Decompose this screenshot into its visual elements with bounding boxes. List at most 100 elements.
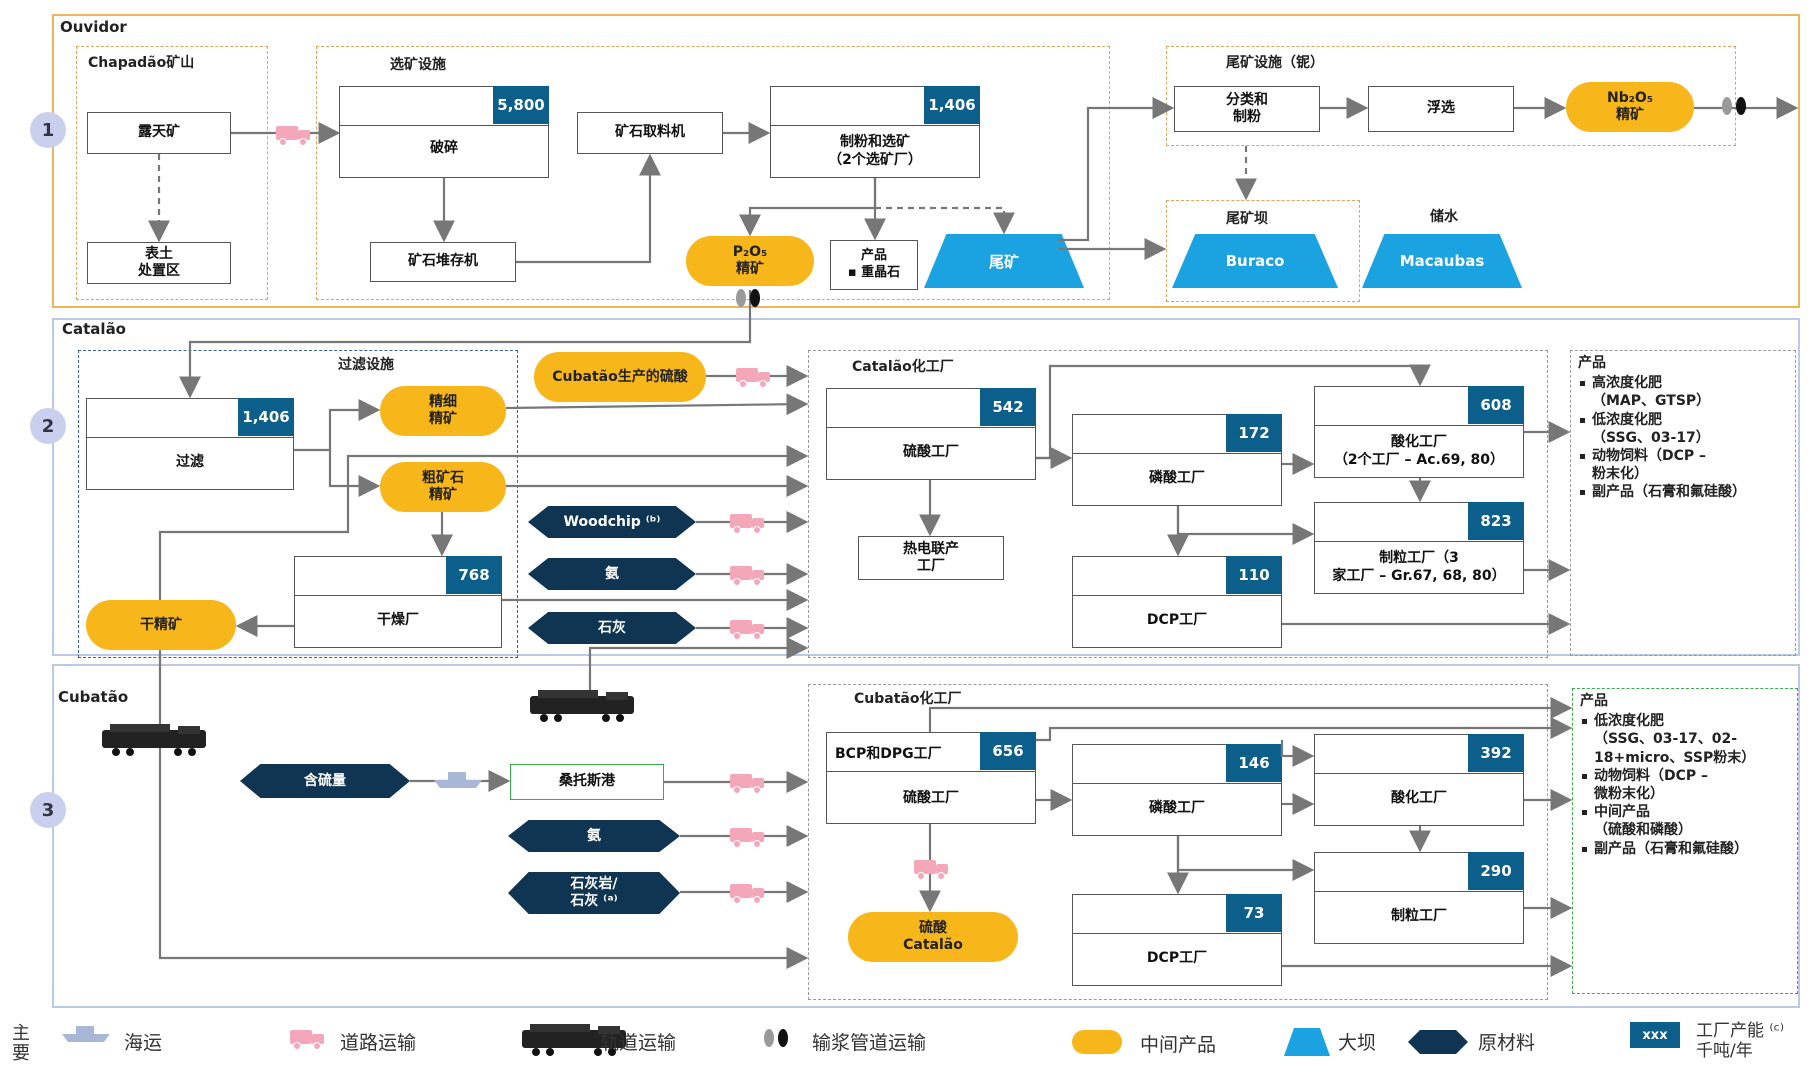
beneficiation-group-label: 选矿设施	[390, 57, 446, 73]
product-item: 低浓度化肥 （SSG、03-17）	[1580, 411, 1794, 447]
capacity-badge: 5,800	[493, 86, 549, 124]
legend-sea: 海运	[124, 1032, 163, 1054]
mine-group	[76, 46, 268, 300]
section-title-cubatao: Cubatão	[58, 688, 129, 706]
capacity-badge: 656	[980, 732, 1036, 770]
section-cubatao	[52, 664, 1800, 1008]
legend-key-label: 主 要	[12, 1023, 30, 1064]
topsoil-box: 表土 处置区	[87, 242, 231, 284]
filter-group	[78, 350, 518, 658]
plant-name: 过滤	[176, 454, 204, 470]
products-title: 产品	[1580, 693, 1608, 709]
product-item: 副产品（石膏和氟硅酸）	[1580, 483, 1794, 501]
filter-plant: 1,406 过滤	[86, 398, 294, 490]
ore-stacker-box: 矿石堆存机	[370, 242, 516, 282]
sulfuric-catalao: 硫酸 Catalão	[848, 912, 1018, 962]
plant-name: 酸化工厂	[1391, 790, 1447, 806]
capacity-badge: 768	[446, 556, 502, 594]
open-pit-box: 露天矿	[87, 112, 231, 154]
product-item: 低浓度化肥 （SSG、03-17、02- 18+micro、SSP粉末）	[1582, 712, 1796, 767]
legend-pipeline: 输浆管道运输	[812, 1032, 927, 1054]
rail-transport-icon	[530, 690, 634, 722]
plant-name: 磷酸工厂	[1149, 800, 1205, 816]
road-transport-icon	[735, 367, 771, 388]
legend-capacity: 工厂产能 ⁽ᶜ⁾ 千吨/年	[1696, 1021, 1785, 1061]
plant-top-label: BCP和DPG工厂	[835, 746, 942, 762]
lime-raw: 石灰	[528, 612, 696, 644]
cubatao-products-group	[1572, 688, 1798, 994]
catalao-products-group	[1570, 350, 1796, 656]
capacity-badge: 73	[1226, 894, 1282, 932]
product-item: 副产品（石膏和氟硅酸）	[1582, 840, 1796, 858]
acidulation-plant: 392 酸化工厂	[1314, 734, 1524, 826]
capacity-badge: 542	[980, 388, 1036, 426]
capacity-badge: 172	[1226, 414, 1282, 452]
plant-name: 磷酸工厂	[1149, 470, 1205, 486]
road-transport-icon	[729, 513, 765, 534]
tailings-dam: 尾矿	[924, 234, 1084, 288]
acidulation-plant: 608 酸化工厂 （2个工厂 – Ac.69, 80）	[1314, 386, 1524, 478]
limestone-raw: 石灰岩/ 石灰 ⁽ᵃ⁾	[508, 872, 680, 914]
capacity-badge: 608	[1468, 386, 1524, 424]
plant-name: 制粉和选矿 （2个选矿厂）	[828, 134, 922, 169]
capacity-badge: 146	[1226, 744, 1282, 782]
capacity-badge: 1,406	[924, 86, 980, 124]
section-ouvidor	[52, 14, 1800, 308]
sulfuric-plant: 542 硫酸工厂	[826, 388, 1036, 480]
plant-name: DCP工厂	[1146, 950, 1208, 966]
plant-name: 硫酸工厂	[903, 444, 959, 460]
ore-reclaimer-box: 矿石取料机	[577, 112, 723, 154]
dcp-plant: 110 DCP工厂	[1072, 556, 1282, 648]
road-transport-icon	[729, 827, 765, 848]
plant-name: 酸化工厂 （2个工厂 – Ac.69, 80）	[1333, 434, 1505, 469]
sea-transport-icon	[434, 772, 482, 788]
pipeline-icon	[736, 289, 760, 307]
nb2o5-concentrate: Nb₂O₅ 精矿	[1566, 82, 1694, 132]
dryer-plant: 768 干燥厂	[294, 556, 502, 648]
sea-transport-icon	[62, 1026, 110, 1042]
product-item: 动物饲料（DCP – 粉末化）	[1580, 447, 1794, 483]
legend-road: 道路运输	[340, 1032, 417, 1054]
product-item: 高浓度化肥 （MAP、GTSP）	[1580, 374, 1794, 410]
granulation-plant: 823 制粒工厂（3 家工厂 – Gr.67, 68, 80）	[1314, 502, 1524, 594]
dcp-plant: 73 DCP工厂	[1072, 894, 1282, 986]
capacity-badge: 392	[1468, 734, 1524, 772]
buraco-dam: Buraco	[1172, 234, 1338, 288]
section-title-ouvidor: Ouvidor	[60, 18, 127, 36]
catalao-chem-group-label: Catalão化工厂	[852, 359, 954, 375]
phosphoric-plant: 172 磷酸工厂	[1072, 414, 1282, 506]
road-transport-icon	[729, 883, 765, 904]
legend-rail: 轨道运输	[600, 1032, 677, 1054]
capacity-badge: 823	[1468, 502, 1524, 540]
filter-group-label: 过滤设施	[338, 357, 394, 373]
dam-icon	[1284, 1028, 1330, 1056]
santos-port-box: 桑托斯港	[510, 764, 664, 800]
capacity-badge: 290	[1468, 852, 1524, 890]
bcp-dpg-plant: 656 BCP和DPG工厂 硫酸工厂	[826, 732, 1036, 824]
legend-intermediate: 中间产品	[1140, 1034, 1217, 1056]
road-transport-icon	[729, 619, 765, 640]
cogen-box: 热电联产 工厂	[858, 536, 1004, 580]
raw-material-icon	[1408, 1030, 1468, 1054]
classify-box: 分类和 制粉	[1174, 86, 1320, 132]
p2o5-concentrate: P₂O₅ 精矿	[686, 236, 814, 286]
catalao-products: 产品 高浓度化肥 （MAP、GTSP） 低浓度化肥 （SSG、03-17） 动物…	[1578, 354, 1794, 502]
plant-name: 破碎	[430, 140, 458, 156]
road-transport-icon	[729, 773, 765, 794]
capacity-badge: 1,406	[238, 398, 294, 436]
product-box: 产品 ▪ 重晶石	[830, 240, 918, 290]
step-number-1: 1	[30, 112, 66, 148]
coarse-concentrate: 粗矿石 精矿	[380, 462, 506, 512]
cubatao-chem-group-label: Cubatão化工厂	[854, 691, 962, 707]
step-number-2: 2	[30, 408, 66, 444]
rail-transport-icon	[102, 724, 206, 756]
section-title-catalao: Catalão	[62, 320, 126, 338]
mine-group-label: Chapadão矿山	[88, 55, 195, 71]
legend-raw: 原材料	[1478, 1032, 1536, 1054]
niobium-group	[1166, 46, 1736, 146]
product-item: ▪ 重晶石	[847, 265, 901, 280]
products-title: 产品	[1578, 355, 1606, 371]
plant-name: 硫酸工厂	[903, 790, 959, 806]
